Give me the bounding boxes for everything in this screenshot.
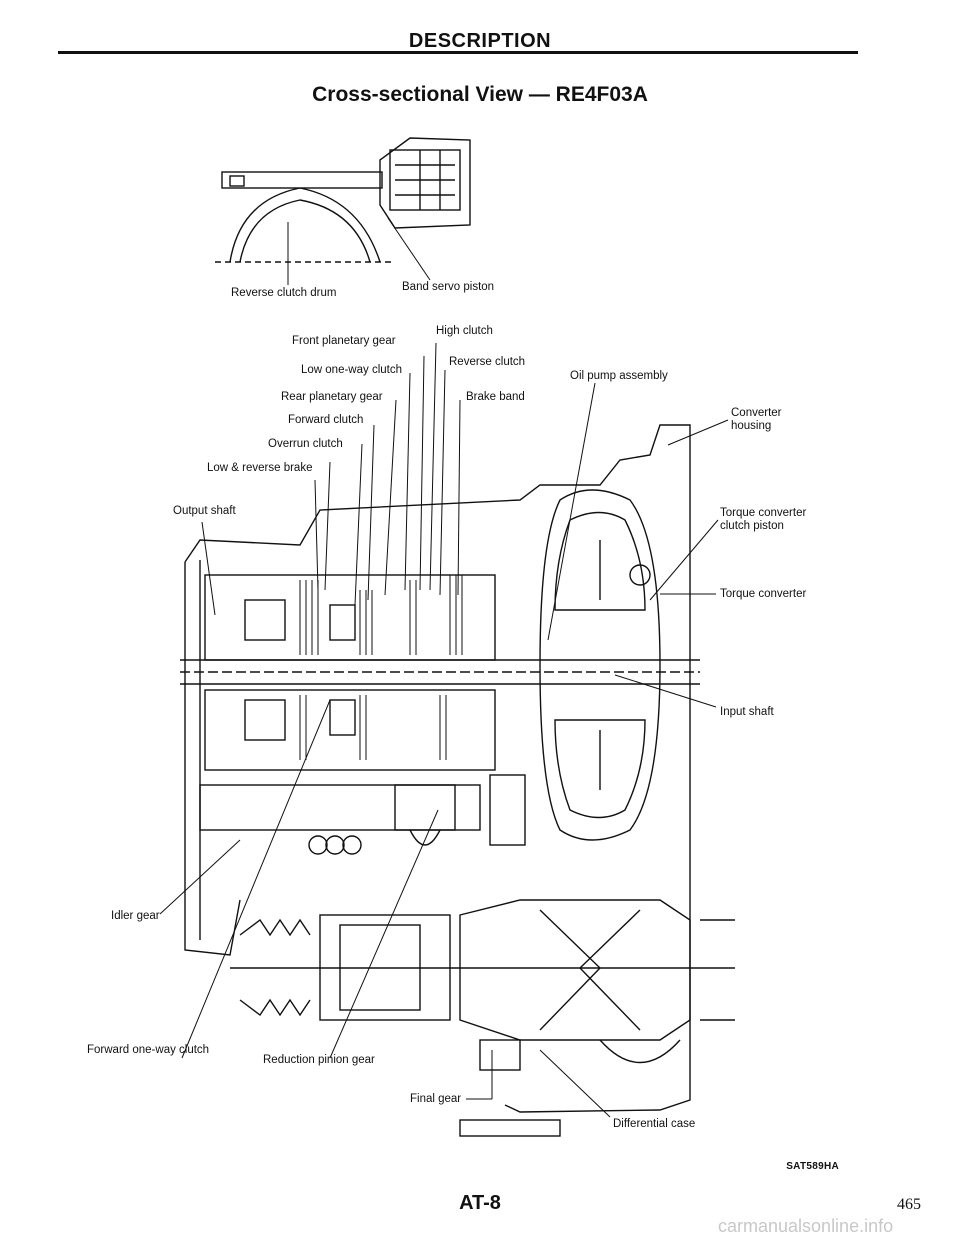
label-overrun-clutch: Overrun clutch: [268, 438, 343, 450]
label-torque-converter: Torque converter: [720, 588, 807, 600]
label-output-shaft: Output shaft: [173, 505, 236, 517]
label-torque-converter-clutch-piston: Torque converter clutch piston: [720, 507, 807, 532]
header-rule: [58, 51, 858, 54]
label-reduction-pinion-gear: Reduction pinion gear: [263, 1054, 375, 1066]
label-low-one-way-clutch: Low one-way clutch: [301, 364, 402, 376]
label-brake-band: Brake band: [466, 391, 525, 403]
page-code: AT-8: [459, 1192, 501, 1214]
figure-code: SAT589HA: [786, 1161, 839, 1172]
label-front-planetary-gear: Front planetary gear: [292, 335, 396, 347]
output-shaft-drawing: [199, 774, 526, 855]
label-high-clutch: High clutch: [436, 325, 493, 337]
section-title: DESCRIPTION: [408, 30, 552, 52]
differential-drawing: [230, 899, 735, 1137]
watermark: carmanualsonline.info: [718, 1216, 894, 1236]
label-forward-clutch: Forward clutch: [288, 414, 364, 426]
label-differential-case: Differential case: [613, 1118, 696, 1130]
label-converter-housing: Converter housing: [731, 407, 782, 432]
main-case: [180, 424, 700, 1113]
label-rear-planetary-gear: Rear planetary gear: [281, 391, 383, 403]
label-forward-one-way-clutch: Forward one-way clutch: [87, 1044, 210, 1056]
torque-converter-drawing: [539, 489, 661, 841]
label-idler-gear: Idler gear: [111, 910, 160, 922]
label-reverse-clutch-drum: Reverse clutch drum: [231, 287, 337, 299]
view-title: Cross-sectional View — RE4F03A: [312, 83, 648, 106]
label-input-shaft: Input shaft: [720, 706, 774, 718]
inset-drawing: [215, 137, 471, 263]
label-band-servo-piston: Band servo piston: [402, 281, 495, 293]
label-reverse-clutch: Reverse clutch: [449, 356, 526, 368]
label-final-gear: Final gear: [410, 1093, 462, 1105]
page-number: 465: [897, 1196, 921, 1213]
label-oil-pump-assembly: Oil pump assembly: [570, 370, 668, 382]
label-low-reverse-brake: Low & reverse brake: [207, 462, 313, 474]
